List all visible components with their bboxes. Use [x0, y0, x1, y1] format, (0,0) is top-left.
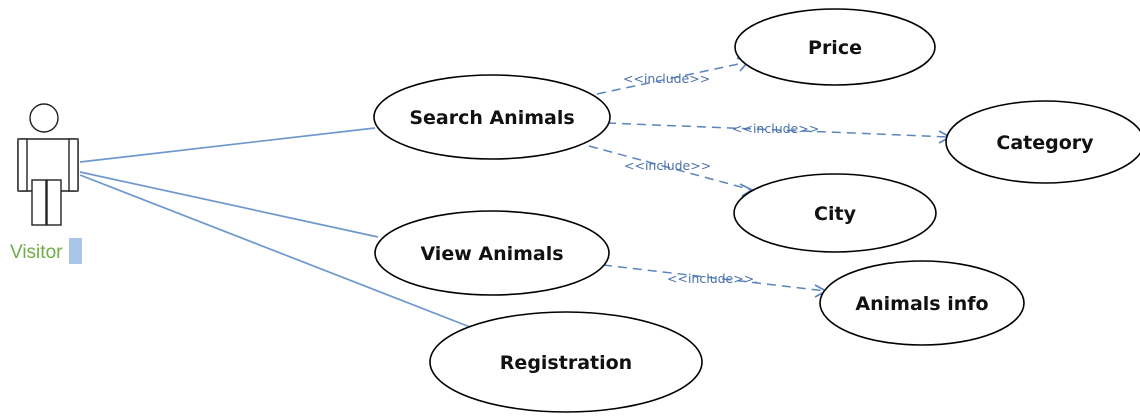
- usecase-label-registration: Registration: [500, 352, 632, 374]
- association-search: [79, 127, 376, 163]
- actor-left-arm-icon: [17, 138, 28, 192]
- usecase-view-animals[interactable]: View Animals: [374, 210, 610, 296]
- include-label-category: <<include>>: [732, 121, 819, 136]
- actor-visitor[interactable]: Visitor: [10, 103, 82, 264]
- usecase-label-view-animals: View Animals: [420, 243, 563, 265]
- include-label-city: <<include>>: [624, 158, 711, 173]
- usecase-price[interactable]: Price: [734, 8, 936, 86]
- include-label-animals-info: <<include>>.: [667, 271, 758, 286]
- usecase-label-animals-info: Animals info: [855, 293, 988, 315]
- usecase-search-animals[interactable]: Search Animals: [373, 74, 611, 160]
- usecase-label-price: Price: [808, 37, 862, 59]
- actor-left-leg-icon: [31, 179, 47, 226]
- usecase-category[interactable]: Category: [945, 100, 1140, 184]
- include-label-price: <<include>>: [623, 71, 710, 86]
- include-relation-category: <<include>>: [606, 121, 952, 144]
- include-relation-price: <<include>>: [596, 57, 750, 95]
- association-registration: [79, 174, 471, 328]
- usecase-label-category: Category: [996, 132, 1094, 154]
- usecase-animals-info[interactable]: Animals info: [819, 260, 1025, 346]
- include-relation-animals-info: <<include>>.: [602, 264, 828, 298]
- actor-right-leg-icon: [46, 179, 62, 226]
- association-view: [79, 171, 379, 238]
- actor-right-arm-icon: [68, 138, 79, 192]
- usecase-registration[interactable]: Registration: [429, 311, 703, 413]
- actor-label: Visitor: [10, 242, 63, 263]
- usecase-city[interactable]: City: [733, 173, 937, 253]
- text-selection-highlight: [69, 238, 82, 264]
- usecase-label-search-animals: Search Animals: [409, 107, 574, 129]
- include-relation-city: <<include>>: [588, 145, 754, 197]
- usecase-label-city: City: [814, 203, 857, 225]
- actor-head-icon: [29, 103, 59, 133]
